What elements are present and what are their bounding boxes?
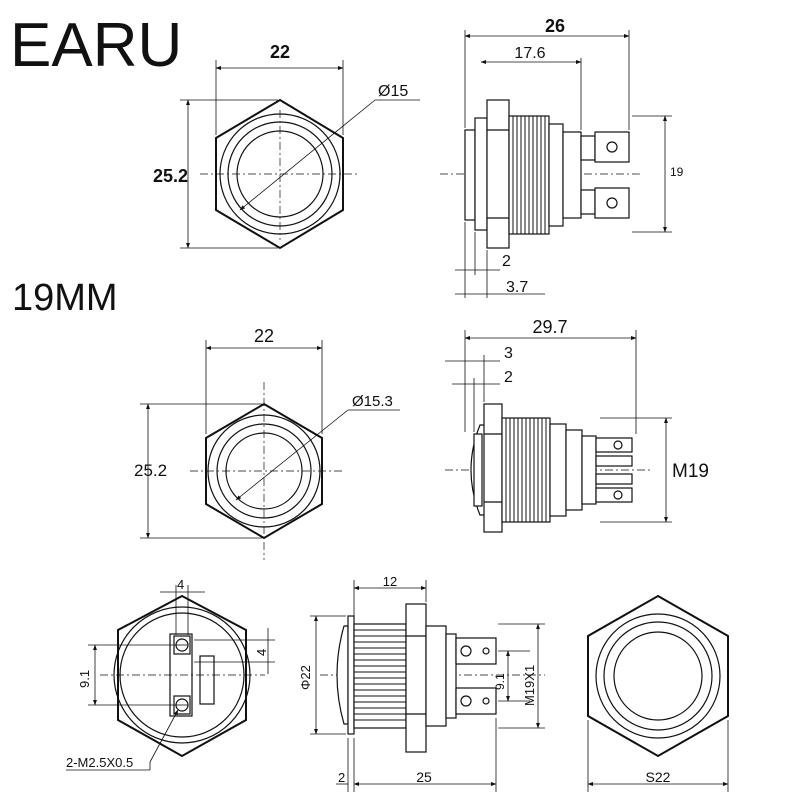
view3-width-label: 22: [254, 326, 274, 346]
view6-top-label: 12: [383, 574, 397, 589]
view4-head-label: 3: [504, 345, 513, 362]
view7-front-hex: S22: [587, 594, 729, 792]
view5-screw-label: 2-M2.5X0.5: [66, 755, 133, 770]
view6-pitch-label: 9.1: [493, 673, 507, 690]
view4-thread-label: M19: [672, 461, 709, 482]
view5-right-label: 4: [254, 649, 269, 656]
view1-height-label: 25.2: [153, 166, 188, 186]
view2-flange-label: 2: [502, 253, 511, 270]
view3-diameter-label: Ø15.3: [352, 393, 393, 410]
view1-width-label: 22: [270, 42, 290, 62]
view7-hex-label: S22: [646, 769, 671, 785]
view5-pitch-label: 9.1: [77, 670, 92, 688]
view6-thread-label: M19X1: [522, 665, 537, 706]
view5-rear-view: 4 4 9.1 2-M2.5X0.5: [66, 577, 275, 771]
view4-flange-label: 2: [504, 369, 513, 386]
view2-head-label: 3.7: [506, 279, 528, 296]
view2-terminal-label: 19: [670, 165, 684, 179]
view5-top-label: 4: [177, 577, 184, 592]
view6-diameter-label: Φ22: [298, 665, 313, 690]
view4-side-view: 29.7 3 2 M19: [445, 317, 709, 533]
view2-body-label: 17.6: [514, 45, 545, 62]
size-label: 19MM: [12, 277, 118, 319]
view4-length-label: 29.7: [532, 317, 567, 337]
view1-diameter-label: Ø15: [378, 83, 408, 100]
view2-length-label: 26: [545, 16, 565, 36]
view3-front-hex: 22 25.2 Ø15.3: [134, 326, 400, 560]
view2-side-view: 26 17.6 19 2 3.7: [440, 16, 684, 298]
view6-flange-label: 2: [338, 770, 345, 785]
view3-height-label: 25.2: [134, 461, 167, 480]
brand-logo-text: EARU: [10, 11, 182, 80]
view6-side-view: 12 Φ22 9.1 M19X1 2 25: [298, 574, 545, 792]
view1-front-hex: 22 25.2 Ø15: [153, 42, 420, 250]
view6-length-label: 25: [416, 769, 432, 785]
